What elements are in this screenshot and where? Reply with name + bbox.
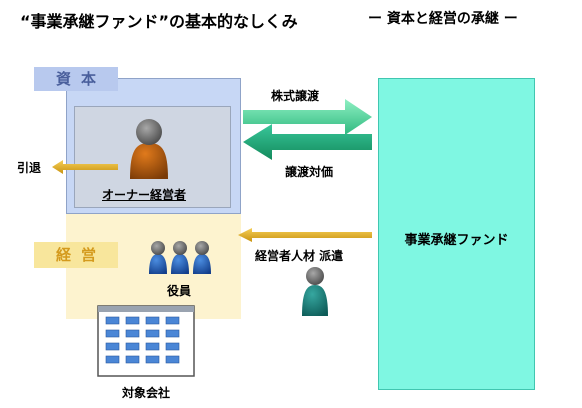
owner-label: オーナー経営者 xyxy=(102,188,187,202)
diagram-title: “事業承継ファンド”の基本的なしくみ xyxy=(20,12,298,31)
dispatched-manager-icon xyxy=(302,267,328,316)
capital-tag: 資本 xyxy=(34,67,118,91)
management-tag: 経営 xyxy=(34,242,118,268)
stock-transfer-arrow xyxy=(243,99,372,135)
transfer-price-arrow xyxy=(243,124,372,160)
transfer-price-label: 譲渡対価 xyxy=(285,165,334,179)
fund-box xyxy=(378,78,535,390)
officer-person-icon xyxy=(149,241,167,274)
officer-person-icon xyxy=(171,241,189,274)
fund-label: 事業承継ファンド xyxy=(404,233,509,248)
stock-transfer-label: 株式譲渡 xyxy=(271,89,320,103)
officers-label: 役員 xyxy=(167,284,192,298)
dispatch-label: 経営者人材 派遣 xyxy=(255,249,344,263)
diagram-subtitle: ー 資本と経営の承継 ー xyxy=(368,11,518,27)
dispatch-arrow xyxy=(238,228,372,242)
retire-label: 引退 xyxy=(17,161,42,175)
owner-person-icon xyxy=(130,119,168,179)
company-label: 対象会社 xyxy=(122,386,171,400)
company-building-icon xyxy=(97,305,195,377)
officer-person-icon xyxy=(193,241,211,274)
retire-arrow xyxy=(52,160,118,174)
